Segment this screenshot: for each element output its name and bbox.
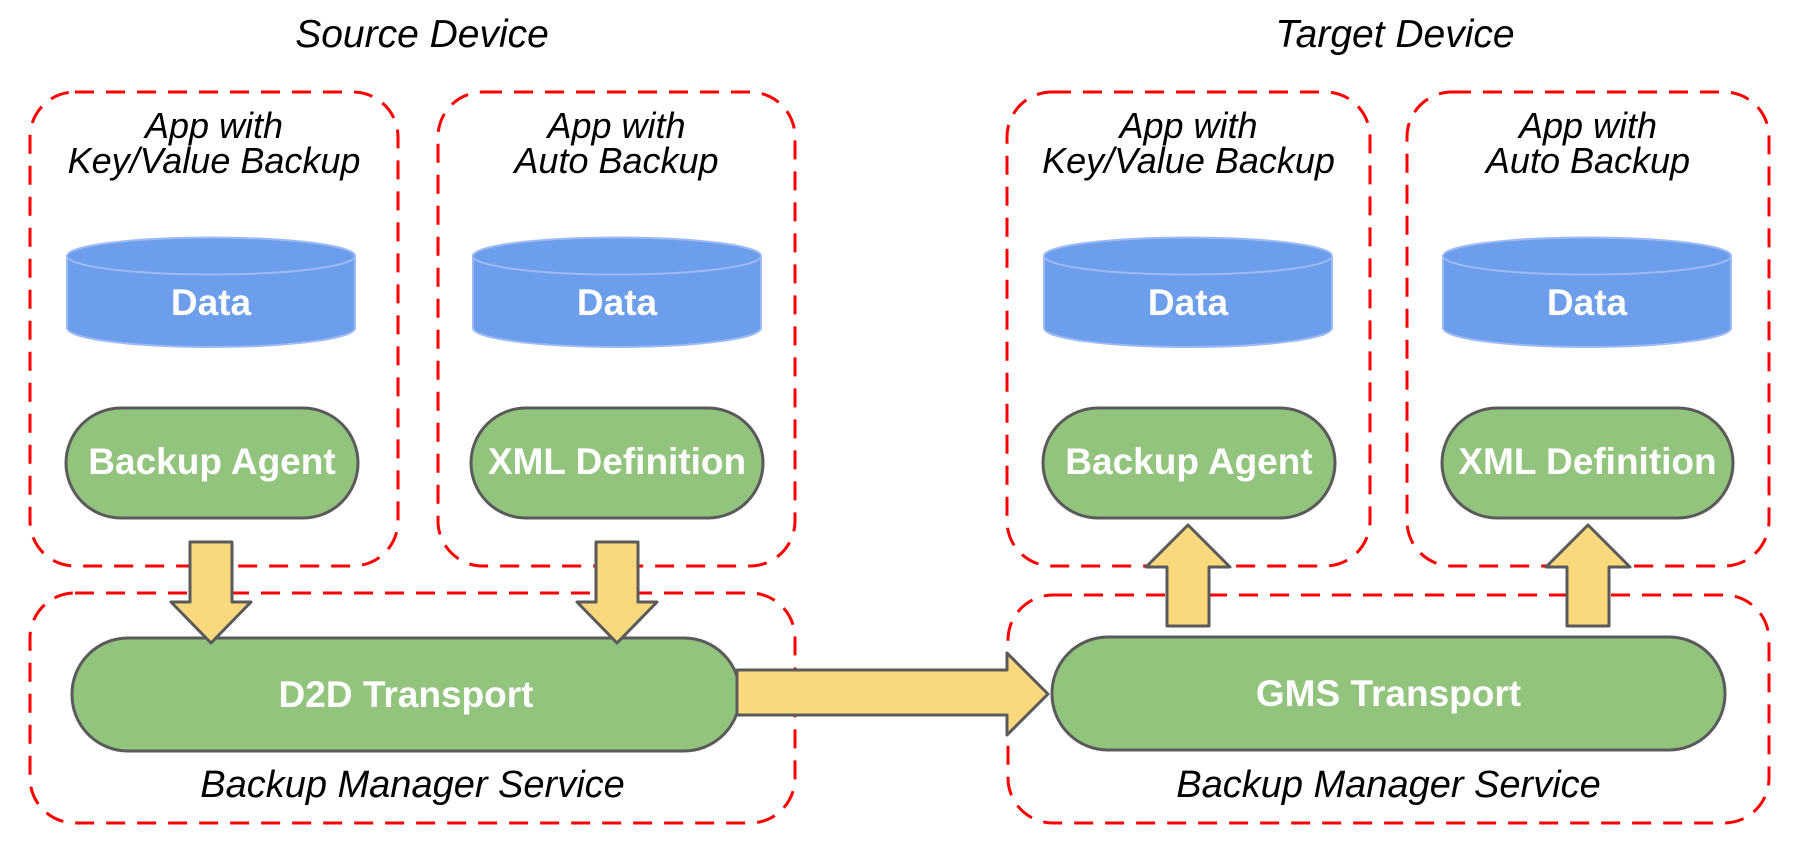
- target-backup-agent-label: Backup Agent: [1065, 441, 1313, 482]
- transport-horizontal-arrow: [735, 651, 1050, 737]
- gms-transport-pill: [1050, 635, 1727, 752]
- source-backup-agent-pill: [64, 406, 360, 520]
- d2d-transport-label: D2D Transport: [278, 674, 534, 715]
- target-kv-data-label: Data: [1147, 282, 1229, 323]
- source-app-kv-title: App with Key/Value Backup: [30, 105, 398, 181]
- target-kv-data-cylinder: [1043, 236, 1333, 348]
- target-backup-manager-box: [1006, 593, 1771, 825]
- target-app-kv-title-line2: Key/Value Backup: [1042, 140, 1335, 181]
- source-app-auto-box: [436, 90, 797, 568]
- target-app-kv-title: App with Key/Value Backup: [1007, 105, 1370, 181]
- target-device-title: Target Device: [1275, 13, 1515, 56]
- source-device-title: Source Device: [295, 13, 549, 56]
- target-app-auto-title-line1: App with: [1518, 105, 1658, 146]
- source-app-auto-title-line1: App with: [547, 105, 686, 146]
- source-xml-definition-label: XML Definition: [487, 441, 747, 482]
- source-auto-data-label: Data: [576, 282, 658, 323]
- source-app-kv-title-line2: Key/Value Backup: [67, 140, 361, 181]
- source-kv-down-arrow: [169, 540, 253, 645]
- source-backup-agent-label: Backup Agent: [88, 441, 336, 482]
- source-app-kv-title-line1: App with: [144, 105, 284, 146]
- target-app-auto-title: App with Auto Backup: [1407, 105, 1769, 181]
- target-backup-manager-label: Backup Manager Service: [1176, 764, 1601, 806]
- target-app-auto-title-line2: Auto Backup: [1485, 140, 1691, 181]
- target-auto-data-cylinder: [1442, 236, 1732, 348]
- target-auto-data-label: Data: [1546, 282, 1628, 323]
- source-kv-data-label: Data: [170, 282, 252, 323]
- source-app-auto-title-line2: Auto Backup: [514, 140, 719, 181]
- target-backup-agent-pill: [1041, 406, 1337, 520]
- source-auto-down-arrow: [575, 540, 659, 645]
- target-xml-definition-pill: [1440, 406, 1735, 520]
- target-kv-up-arrow: [1144, 523, 1232, 628]
- source-backup-manager-label: Backup Manager Service: [200, 764, 625, 806]
- source-auto-data-cylinder: [472, 236, 762, 348]
- source-app-auto-title: App with Auto Backup: [438, 105, 795, 181]
- target-auto-up-arrow: [1544, 523, 1632, 628]
- target-xml-definition-label: XML Definition: [1458, 441, 1717, 482]
- source-xml-definition-pill: [469, 406, 765, 520]
- source-kv-data-cylinder: [66, 236, 356, 348]
- gms-transport-label: GMS Transport: [1255, 673, 1522, 714]
- target-app-kv-title-line1: App with: [1119, 105, 1258, 146]
